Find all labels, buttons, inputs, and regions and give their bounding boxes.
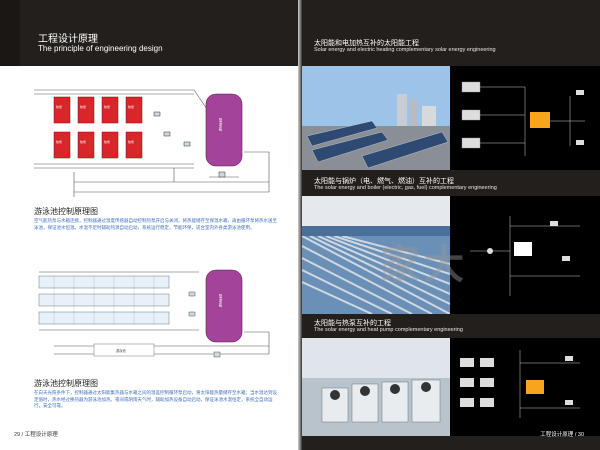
solar-pool-diagram: 游泳池 恒温水箱	[14, 262, 284, 374]
vacuum-tube-photo	[302, 196, 450, 314]
pool-basin	[93, 343, 155, 357]
svg-text:热泵: 热泵	[56, 139, 62, 144]
right-page-number: 工程设计原理 / 30	[540, 432, 584, 438]
boiler-box	[514, 242, 532, 256]
pool1-desc: 空气能热泵与水箱连接，控制器通过温度传感器自动控制热泵开启与关闭，将热能储存至保…	[34, 218, 277, 230]
heat-pump-schematic: 热泵热泵热泵热泵 热泵热泵热泵热泵 恒温水箱	[34, 89, 270, 197]
svg-text:热泵: 热泵	[56, 104, 62, 109]
solar-heatpump-schematic	[450, 338, 600, 436]
pool2-title: 游泳池控制原理图	[34, 379, 98, 388]
section2-title-cn: 太阳能与锅炉（电、燃气、燃油）互补的工程	[314, 178, 454, 185]
svg-text:热泵: 热泵	[128, 139, 134, 144]
solar-collectors	[38, 275, 170, 325]
heat-pump-units	[53, 96, 143, 159]
section1-title-cn: 太阳能和电加热互补的太阳能工程	[314, 40, 419, 47]
heat-pump-pool-diagram: 热泵热泵热泵热泵 热泵热泵热泵热泵 恒温水箱	[14, 72, 284, 202]
tank-label: 恒温水箱	[218, 117, 222, 132]
storage-tank-2	[205, 269, 243, 343]
electric-heater-box	[530, 112, 550, 128]
solar-boiler-schematic	[450, 196, 600, 314]
header-corner	[0, 0, 20, 66]
svg-text:热泵: 热泵	[80, 139, 86, 144]
heat-pump-photo	[302, 338, 450, 436]
svg-text:热泵: 热泵	[128, 104, 134, 109]
rooftop-solar-photo	[302, 66, 450, 170]
pool2-desc: 在白天光照条件下，控制器通过太阳能集热器与水箱之间的温差控制循环泵启动，将太阳能…	[34, 390, 277, 408]
svg-text:热泵: 热泵	[80, 104, 86, 109]
tank2-label: 恒温水箱	[218, 293, 222, 308]
left-page-number: 29 / 工程设计原理	[14, 432, 58, 438]
storage-tank	[205, 93, 243, 167]
svg-text:热泵: 热泵	[104, 104, 110, 109]
right-page: 太阳能和电加热互补的太阳能工程 Solar energy and electri…	[302, 0, 600, 450]
header-title-cn: 工程设计原理	[38, 34, 98, 45]
solar-collector-schematic: 游泳池 恒温水箱	[38, 269, 270, 358]
left-header: 工程设计原理 The principle of engineering desi…	[0, 0, 298, 66]
header-title-en: The principle of engineering design	[38, 44, 163, 53]
watermark: 家大	[380, 243, 468, 287]
heat-pump-box	[526, 380, 544, 394]
book-gutter	[298, 0, 302, 450]
svg-text:热泵: 热泵	[104, 139, 110, 144]
solar-electric-schematic	[450, 66, 600, 170]
left-page: 工程设计原理 The principle of engineering desi…	[0, 0, 298, 450]
section1-title-en: Solar energy and electric heating comple…	[314, 47, 496, 53]
pool-label: 游泳池	[116, 348, 126, 353]
section2-title-en: The solar energy and boiler (electric, g…	[314, 185, 497, 191]
section3-title-en: The solar energy and heat pump complemen…	[314, 327, 463, 333]
section3-title-cn: 太阳能与热泵互补的工程	[314, 320, 391, 327]
pool1-title: 游泳池控制原理图	[34, 207, 98, 216]
